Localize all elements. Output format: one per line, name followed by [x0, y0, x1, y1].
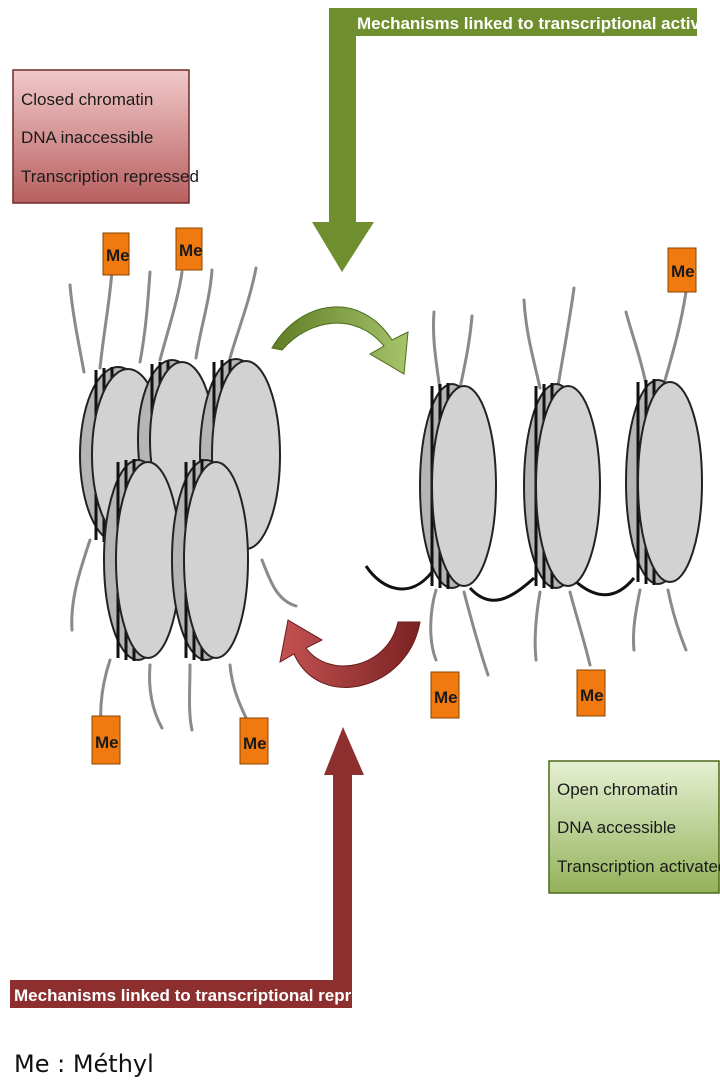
methyl-tag-label: Me [106, 246, 130, 265]
methyl-tag: Me [577, 670, 605, 716]
methyl-tag-label: Me [434, 688, 458, 707]
curved-arrow-to-open [272, 307, 408, 374]
open-box-line-3: Transcription activated [557, 857, 720, 876]
nucleosome [172, 459, 248, 661]
closed-box-line-1: Closed chromatin [21, 90, 153, 109]
open-chromatin-box: Open chromatin DNA accessible Transcript… [549, 761, 720, 893]
methyl-tag: Me [103, 233, 130, 275]
nucleosomes-open [420, 379, 702, 589]
open-box-line-2: DNA accessible [557, 818, 676, 837]
linker-dna [366, 566, 634, 600]
methyl-tag-label: Me [179, 241, 203, 260]
nucleosome [524, 383, 600, 589]
methyl-legend: Me : Méthyl [14, 1050, 154, 1078]
methyl-tag: Me [240, 718, 268, 764]
methyl-tag: Me [668, 248, 696, 292]
closed-box-line-2: DNA inaccessible [21, 128, 153, 147]
activation-arrow: Mechanisms linked to transcriptional act… [312, 8, 720, 272]
repression-arrow: Mechanisms linked to transcriptional rep… [10, 727, 405, 1008]
curved-arrow-to-closed [280, 620, 420, 687]
activation-arrow-label: Mechanisms linked to transcriptional act… [357, 14, 720, 33]
closed-box-line-3: Transcription repressed [21, 167, 199, 186]
closed-chromatin-box: Closed chromatin DNA inaccessible Transc… [13, 70, 199, 203]
methyl-tag: Me [176, 228, 203, 270]
methyl-tag-label: Me [580, 686, 604, 705]
methyl-tag: Me [431, 672, 459, 718]
open-box-line-1: Open chromatin [557, 780, 678, 799]
methyl-tag: Me [92, 716, 120, 764]
repression-arrow-label: Mechanisms linked to transcriptional rep… [14, 986, 405, 1005]
nucleosome [420, 383, 496, 589]
nucleosome [104, 459, 180, 661]
methyl-tag-label: Me [95, 733, 119, 752]
methyl-tag-label: Me [671, 262, 695, 281]
nucleosome-cluster-closed [80, 359, 280, 661]
methyl-tag-label: Me [243, 734, 267, 753]
nucleosome [626, 379, 702, 585]
